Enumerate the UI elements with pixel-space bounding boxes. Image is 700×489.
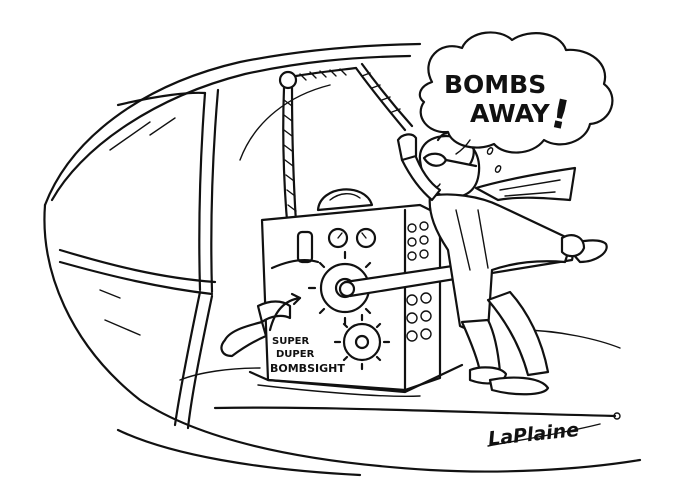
small-gear-icon (333, 313, 391, 371)
bombsight-label: SUPER DUPER BOMBSIGHT (270, 336, 345, 375)
bombardier-character (396, 121, 586, 396)
label-line2: DUPER (276, 349, 315, 360)
signature-underline (487, 423, 601, 447)
bombsight-machine (220, 188, 464, 397)
aircraft-nose (43, 42, 642, 477)
label-line1: SUPER (272, 336, 309, 347)
artist-signature: LaPlaine (487, 419, 580, 450)
speech-bubble: BOMBS AWAY ! (418, 31, 614, 155)
bubble-text-line2: AWAY (470, 99, 551, 128)
label-line3: BOMBSIGHT (270, 362, 345, 375)
control-knobs (406, 221, 432, 342)
bubble-text-line1: BOMBS (444, 70, 546, 99)
